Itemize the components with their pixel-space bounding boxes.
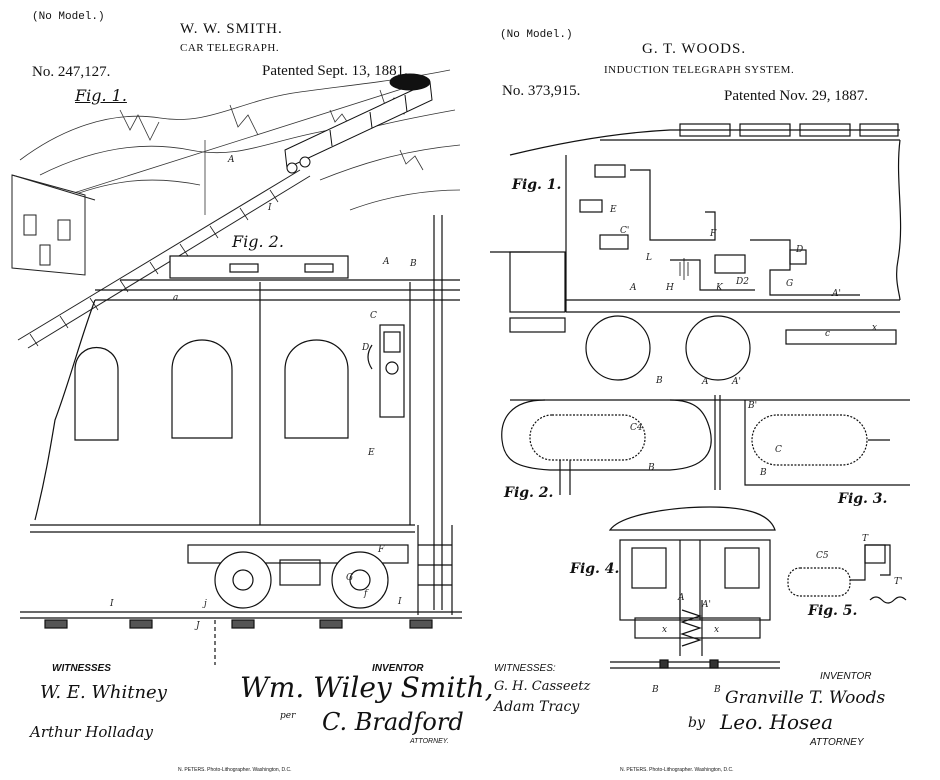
- svg-text:A: A: [677, 593, 685, 603]
- svg-text:A': A': [701, 600, 711, 610]
- fig1-label: Fig. 1.: [75, 86, 127, 105]
- fig4-label: Fig. 4.: [570, 561, 620, 577]
- svg-text:E: E: [609, 205, 617, 215]
- fig2-label: Fig. 2.: [232, 232, 284, 251]
- svg-text:C: C: [775, 445, 782, 455]
- inventor-label: INVENTOR: [372, 663, 424, 674]
- patent-number: No. 247,127.: [32, 64, 111, 80]
- fig2-label: Fig. 2.: [504, 485, 554, 501]
- induction-telegraph-drawing: A A A A' A' A' B B B B B B' C C' C4 C5 D…: [490, 123, 910, 695]
- inventor-name-header: W. W. SMITH.: [180, 21, 283, 37]
- svg-text:A: A: [382, 257, 390, 267]
- train-sketch: [284, 73, 433, 174]
- svg-text:x: x: [872, 323, 877, 333]
- svg-text:B: B: [647, 463, 655, 473]
- patent-date: Patented Sept. 13, 1881.: [262, 63, 408, 79]
- svg-text:j: j: [202, 599, 207, 609]
- svg-text:C: C: [370, 311, 377, 321]
- svg-text:C5: C5: [816, 551, 829, 561]
- inventor-signature: Granville T. Woods: [725, 688, 886, 708]
- witnesses-label: WITNESSES:: [494, 663, 556, 674]
- fig3-label: Fig. 3.: [838, 491, 888, 507]
- car-section: [20, 215, 462, 665]
- patent-number: No. 373,915.: [502, 83, 581, 99]
- svg-text:f: f: [363, 589, 369, 599]
- svg-text:T: T: [862, 534, 869, 544]
- svg-text:B: B: [409, 259, 417, 269]
- railway-car-side: [490, 123, 902, 381]
- svg-text:L: L: [645, 253, 652, 263]
- svg-text:J: J: [194, 621, 201, 631]
- inventor-label: INVENTOR: [820, 671, 872, 682]
- per-note: per: [280, 711, 296, 721]
- attorney-signature: C. Bradford: [322, 708, 464, 736]
- svg-text:B: B: [713, 685, 721, 695]
- patent-date: Patented Nov. 29, 1887.: [724, 88, 869, 104]
- station-building: [11, 174, 96, 276]
- printer-note: N. PETERS. Photo-Lithographer. Washingto…: [178, 767, 292, 773]
- svg-text:F: F: [377, 545, 385, 555]
- svg-text:c: c: [825, 329, 830, 339]
- witness-signature-2: Arthur Holladay: [30, 723, 153, 741]
- svg-text:A': A': [831, 289, 841, 299]
- svg-text:A: A: [227, 155, 235, 165]
- patent-title: CAR TELEGRAPH.: [180, 42, 280, 54]
- svg-text:a: a: [173, 293, 178, 303]
- svg-text:H: H: [665, 283, 674, 293]
- svg-text:A: A: [629, 283, 637, 293]
- svg-text:I: I: [109, 599, 114, 609]
- svg-text:B: B: [651, 685, 659, 695]
- svg-text:C4: C4: [630, 423, 643, 433]
- printer-note: N. PETERS. Photo-Lithographer. Washingto…: [620, 767, 734, 773]
- attorney-signature: Leo. Hosea: [720, 710, 834, 734]
- induction-coils: [501, 395, 910, 495]
- svg-text:I: I: [397, 597, 402, 607]
- svg-text:B': B': [747, 401, 757, 411]
- car-end-view: [608, 506, 780, 669]
- witness-signature-1: G. H. Casseetz: [494, 679, 591, 694]
- left-patent-sheet: A A B C D E F G I I I J a f j (No Model.…: [11, 11, 494, 773]
- attorney-label: ATTORNEY: [810, 737, 864, 748]
- svg-text:B: B: [655, 376, 663, 386]
- fig1-label: Fig. 1.: [512, 177, 562, 193]
- svg-text:D: D: [795, 245, 803, 255]
- coil-instrument: [787, 544, 907, 604]
- witness-signature-1: W. E. Whitney: [40, 682, 167, 703]
- svg-text:x: x: [714, 625, 719, 635]
- svg-text:G: G: [346, 573, 353, 583]
- inventor-signature: Wm. Wiley Smith,: [240, 671, 494, 704]
- svg-text:A: A: [701, 377, 709, 387]
- svg-text:G: G: [786, 279, 793, 289]
- svg-text:K: K: [715, 283, 724, 293]
- inventor-name-header: G. T. WOODS.: [642, 41, 747, 57]
- by-note: by: [688, 715, 705, 731]
- car-telegraph-drawing: A A B C D E F G I I I J a f j: [11, 69, 462, 665]
- svg-text:E: E: [367, 448, 375, 458]
- svg-text:x: x: [662, 625, 667, 635]
- svg-text:D2: D2: [735, 277, 749, 287]
- right-patent-sheet: A A A A' A' A' B B B B B B' C C' C4 C5 D…: [470, 0, 940, 780]
- svg-text:F: F: [709, 229, 717, 239]
- telegraph-line: [19, 79, 431, 215]
- svg-text:A': A': [731, 377, 741, 387]
- svg-text:B: B: [759, 468, 767, 478]
- svg-text:T': T': [894, 577, 902, 587]
- witness-signature-2: Adam Tracy: [494, 699, 580, 715]
- svg-text:I: I: [267, 203, 272, 213]
- witnesses-label: WITNESSES: [52, 663, 111, 674]
- right-figure-labels: A A A A' A' A' B B B B B B' C C' C4 C5 D…: [609, 205, 902, 695]
- patent-title: INDUCTION TELEGRAPH SYSTEM.: [604, 64, 795, 76]
- no-model-note: (No Model.): [32, 11, 105, 23]
- fig5-label: Fig. 5.: [808, 603, 858, 619]
- attorney-label: ATTORNEY.: [410, 738, 449, 745]
- svg-text:C': C': [620, 226, 629, 236]
- no-model-note: (No Model.): [500, 29, 573, 41]
- svg-text:D: D: [361, 343, 369, 353]
- left-figure-labels: A A B C D E F G I I I J a f j: [109, 155, 417, 631]
- railway-track: [17, 169, 311, 349]
